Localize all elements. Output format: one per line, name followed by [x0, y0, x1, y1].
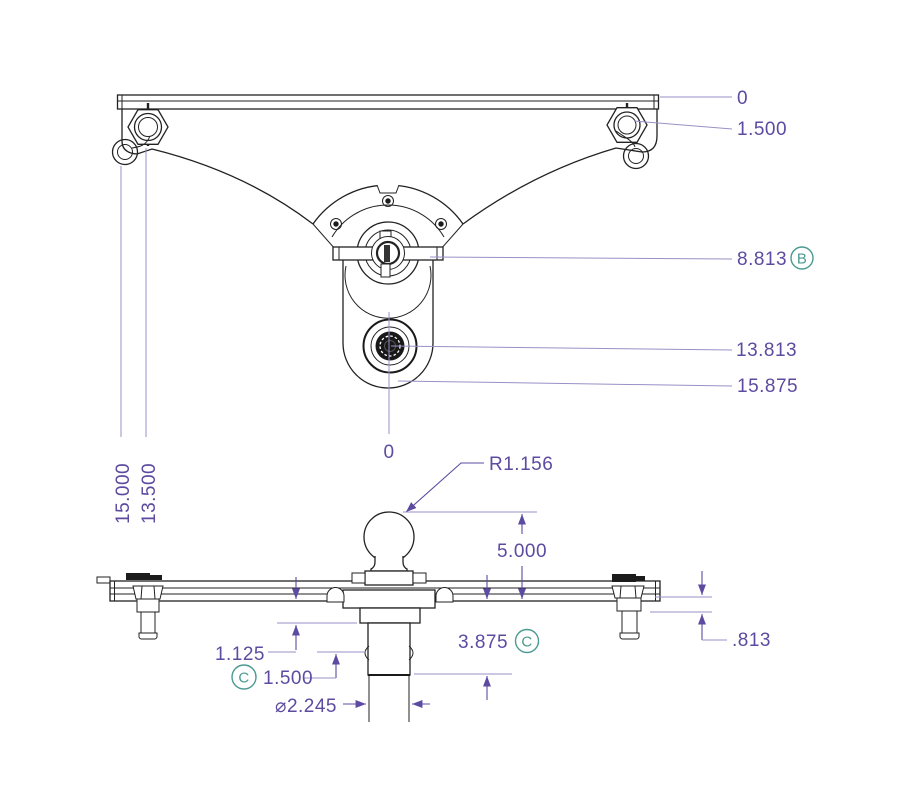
shank: [367, 622, 411, 676]
leader-15875: [397, 380, 733, 387]
leader-1500: [633, 120, 733, 130]
dim-drop: 3.875: [458, 632, 508, 653]
dim-shank-diameter: ⌀2.245: [275, 696, 337, 717]
handle-boss-arc: [344, 265, 432, 319]
dim-left-15000: 15.000: [113, 463, 134, 524]
datum-c-right: C: [514, 628, 540, 654]
front-left-pin: [132, 585, 164, 640]
front-view: [96, 511, 661, 722]
front-view-dimensions: R1.156 5.000 3.875 C .813 1.125: [215, 454, 771, 717]
hitch-ball: [363, 511, 415, 563]
handle-tab: [380, 263, 391, 278]
oval-plate: [342, 252, 434, 389]
dim-top-0: 0: [737, 88, 748, 109]
handle-slot: [384, 245, 390, 262]
clip-flat-left: [126, 573, 162, 580]
fan-bolt-holes: [330, 195, 447, 230]
bar-end-tab: [96, 576, 111, 584]
lock-knob: [362, 318, 418, 374]
datum-b-label: B: [797, 251, 807, 268]
base-block: [342, 589, 436, 609]
dim-top-1500: 1.500: [737, 119, 787, 140]
fan-notch-mask: [377, 183, 399, 193]
right-arm: [462, 109, 658, 225]
shank-pin-left: [364, 645, 370, 661]
front-right-pin: [611, 585, 645, 640]
dome-bolt-left: [326, 587, 345, 603]
dim-offset-2: 1.500: [263, 668, 313, 689]
top-view-dimensions: 0 1.500 8.813 13.813 15.875 B 15.000 13.…: [113, 88, 814, 524]
fan-plate-inner-arc: [331, 204, 445, 238]
dim-left-13500: 13.500: [139, 463, 160, 524]
fan-notch: [376, 184, 400, 194]
right-pin-assembly: [606, 103, 650, 170]
dome-bolt-right: [435, 587, 454, 603]
clip-wire-left: [131, 135, 151, 149]
ball-flange: [364, 570, 414, 586]
dim-top-13813: 13.813: [736, 340, 797, 361]
dim-radius: R1.156: [489, 454, 553, 475]
clip-ring-right: [622, 142, 650, 170]
leader-radius: [405, 462, 484, 513]
leader-8813: [429, 256, 733, 260]
left-pin-assembly: [111, 103, 169, 166]
dim-plate-thickness: .813: [732, 630, 771, 651]
datum-c-left-label: C: [238, 670, 249, 687]
dim-offset-1: 1.125: [215, 644, 265, 665]
dim-origin-0: 0: [383, 442, 394, 463]
shank-pin-right: [408, 645, 414, 661]
clip-ring-left: [111, 138, 139, 166]
dim-top-8813: 8.813: [737, 249, 787, 270]
clip-flat-right: [612, 574, 645, 582]
datum-b: B: [790, 246, 814, 270]
mid-block: [359, 607, 421, 624]
dim-ball-height: 5.000: [497, 541, 547, 562]
datum-c-right-label: C: [521, 634, 532, 651]
leader-13813: [390, 345, 733, 351]
dim-top-15875: 15.875: [737, 376, 798, 397]
hitch-ball-assembly: [326, 511, 454, 722]
t-handle: [332, 221, 444, 285]
clip-wire-right: [615, 130, 636, 148]
top-rail: [116, 94, 660, 110]
top-view: [111, 94, 660, 389]
datum-c-left: C: [231, 664, 257, 690]
ball-neck: [370, 556, 408, 572]
left-arm: [121, 109, 314, 225]
